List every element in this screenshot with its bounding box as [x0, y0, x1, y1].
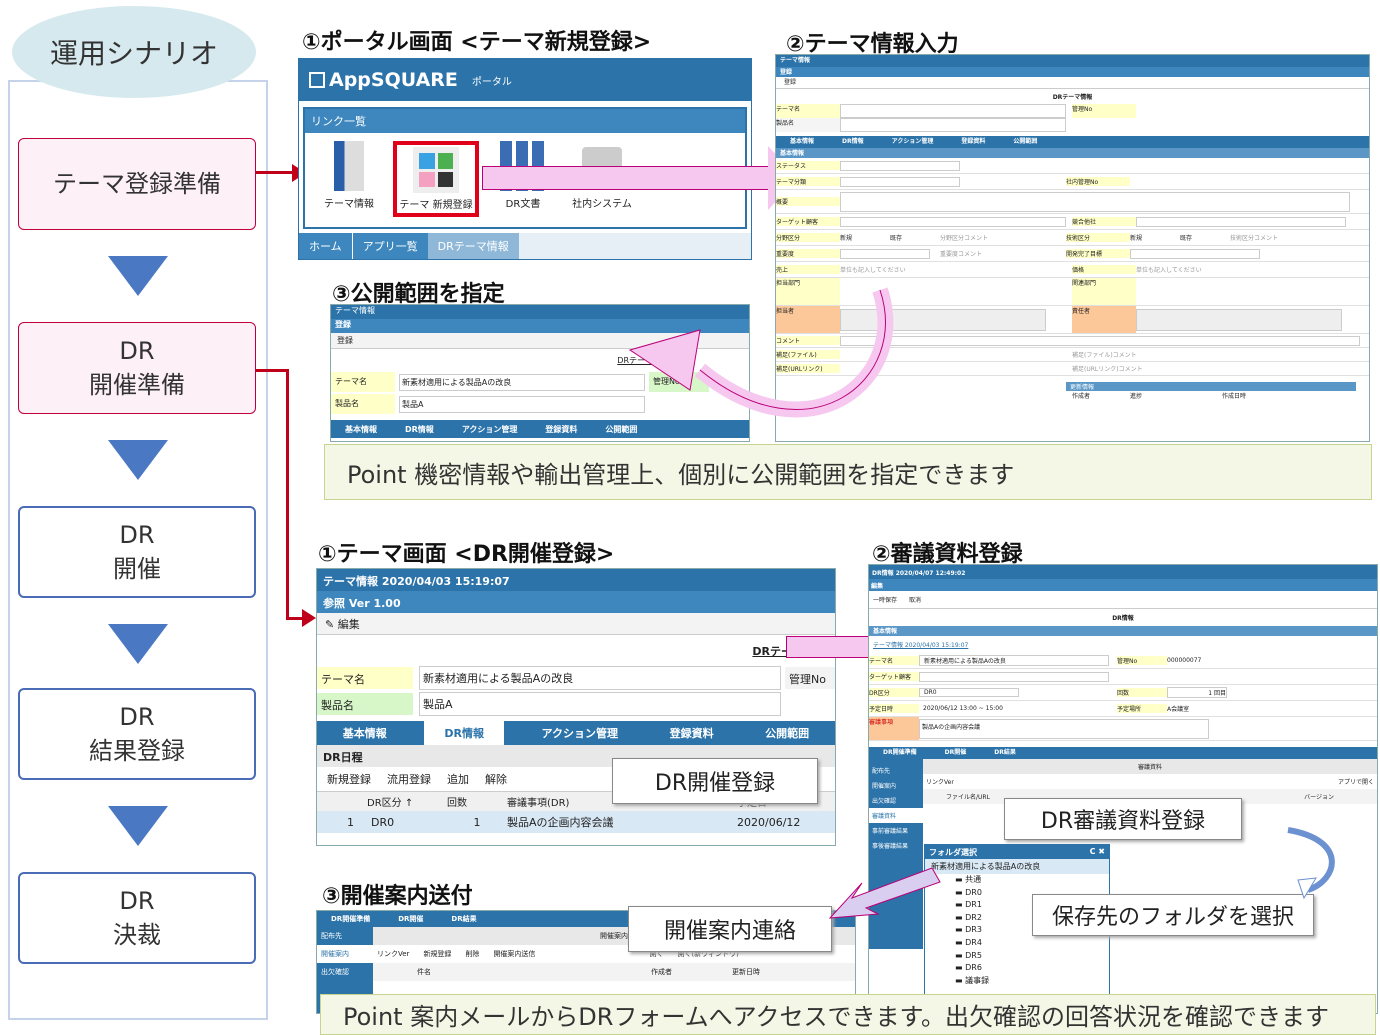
dr-register-heading: ①テーマ画面 <DR開催登録>: [318, 542, 615, 567]
new-theme-icon: [413, 147, 459, 193]
folder-list[interactable]: ▬ 共通 ▬ DR0 ▬ DR1 ▬ DR2 ▬ DR3 ▬ DR4 ▬ DR5…: [955, 875, 990, 985]
theme-form-save[interactable]: 登録: [776, 77, 1369, 89]
connector-line: [256, 171, 296, 174]
notice-heading: ③開催案内送付: [322, 884, 473, 909]
callout-folder: 保存先のフォルダを選択: [1032, 894, 1314, 936]
step-theme-prep: テーマ登録準備: [18, 138, 256, 230]
connector-arrowhead: [302, 609, 316, 627]
callout-notice: 開催案内連絡: [628, 906, 832, 952]
app-logo-icon: [309, 72, 325, 88]
connector-line: [286, 369, 289, 619]
portal-window: AppSQUARE ポータル リンク一覧 テーマ情報 テーマ 新規登録 DR文書…: [298, 58, 752, 260]
binder-icon: [334, 141, 364, 191]
scope-form-window: テーマ情報 登録 登録 DRテーマ情報 テーマ名新素材適用による製品Aの改良管理…: [330, 304, 750, 442]
theme-form-titlebar: テーマ情報: [776, 55, 1369, 67]
theme-screen-window: テーマ情報 2020/04/03 15:19:07 参照 Ver 1.00 ✎ …: [316, 568, 836, 846]
big-arrow: [828, 867, 941, 919]
flow-arrow: [482, 166, 772, 190]
scope-save-button[interactable]: 登録: [331, 333, 749, 349]
review-theme-link[interactable]: テーマ情報 2020/04/03 15:19:07: [873, 642, 969, 649]
tab-home[interactable]: ホーム: [299, 233, 352, 259]
connector-line: [256, 369, 288, 372]
scope-heading: ③公開範囲を指定: [332, 282, 505, 307]
close-icon[interactable]: C ✖: [1089, 847, 1105, 856]
step-arrow: [108, 256, 168, 296]
review-toolbar[interactable]: 一時保存取消: [869, 591, 1377, 609]
callout-dr-register: DR開催登録: [612, 758, 818, 804]
callout-review-doc: DR審議資料登録: [1004, 798, 1242, 840]
review-doc-heading: ②審議資料登録: [872, 542, 1023, 567]
curved-arrow: [628, 287, 894, 418]
tab-dr-theme[interactable]: DRテーマ情報: [427, 233, 519, 259]
connector-line: [286, 617, 306, 620]
portal-logo-sub: ポータル: [471, 76, 512, 88]
step-arrow: [108, 624, 168, 664]
dr-toolbar[interactable]: 新規登録流用登録追加解除: [327, 773, 507, 786]
portal-logo: AppSQUARE: [329, 69, 458, 91]
tab-app-list[interactable]: アプリ一覧: [351, 233, 428, 259]
link-list-header: リンク一覧: [305, 109, 745, 133]
edit-button[interactable]: ✎ 編集: [317, 613, 835, 635]
review-window: DR情報 2020/04/07 12:49:02 編集 一時保存取消 DR情報 …: [868, 564, 1378, 1014]
step-arrow: [108, 806, 168, 846]
theme-input-heading: ②テーマ情報入力: [786, 32, 959, 57]
app-theme-info[interactable]: テーマ情報: [319, 141, 379, 217]
app-theme-new[interactable]: テーマ 新規登録: [393, 141, 479, 217]
curved-arrow: [1287, 827, 1335, 900]
dr-theme-link[interactable]: DRテーマ情報: [317, 635, 835, 667]
point-note-1: Point 機密情報や輸出管理上、個別に公開範囲を指定できます: [324, 444, 1372, 500]
edit-icon: ✎: [325, 618, 338, 631]
review-side-menu[interactable]: 配布先開催案内出欠確認審議資料事前審議結果事後審議結果: [869, 759, 923, 949]
scenario-title: 運用シナリオ: [12, 6, 256, 98]
portal-heading: ①ポータル画面 <テーマ新規登録>: [302, 30, 652, 55]
point-note-2: Point 案内メールからDRフォームへアクセスできます。出欠確認の回答状況を確…: [320, 994, 1376, 1035]
step-arrow: [108, 440, 168, 480]
